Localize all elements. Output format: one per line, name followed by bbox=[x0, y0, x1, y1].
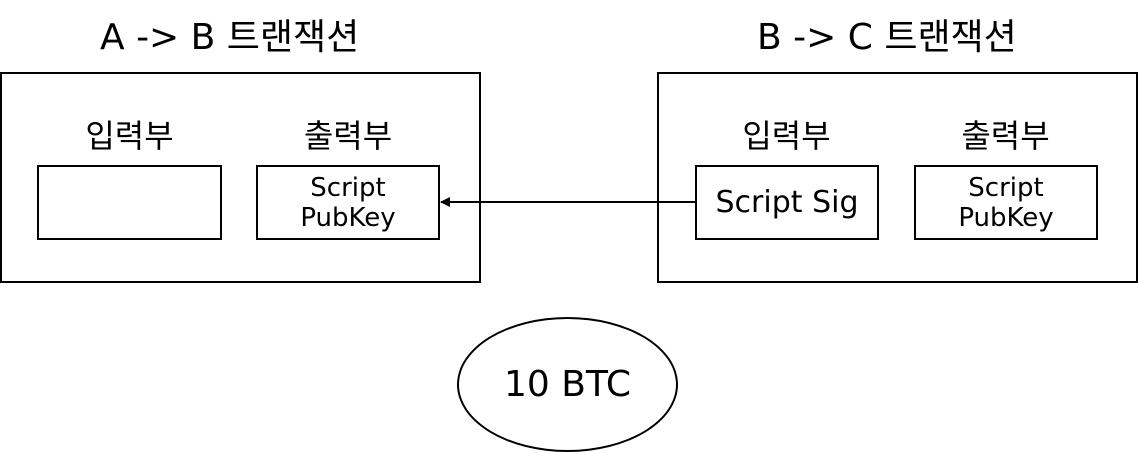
tx-ab-script-pubkey: Script PubKey bbox=[256, 165, 440, 240]
tx-bc-script-pubkey: Script PubKey bbox=[914, 165, 1098, 240]
tx-bc-script-sig: Script Sig bbox=[695, 165, 879, 240]
tx-ab-script-pubkey-text: Script PubKey bbox=[300, 172, 396, 233]
tx-ab-input-label: 입력부 bbox=[85, 117, 174, 155]
coin-ellipse: 10 BTC bbox=[457, 317, 678, 452]
coin-label: 10 BTC bbox=[504, 363, 631, 405]
tx-bc-input-label: 입력부 bbox=[742, 117, 831, 155]
tx-ab-title: A -> B 트랜잭션 bbox=[100, 17, 360, 58]
tx-bc-script-pubkey-text: Script PubKey bbox=[958, 172, 1054, 233]
tx-ab-output-label: 출력부 bbox=[303, 117, 393, 155]
tx-ab-input-field bbox=[37, 165, 222, 240]
tx-bc-script-sig-text: Script Sig bbox=[715, 184, 859, 220]
tx-bc-output-label: 출력부 bbox=[961, 117, 1050, 155]
tx-bc-title: B -> C 트랜잭션 bbox=[757, 17, 1017, 58]
